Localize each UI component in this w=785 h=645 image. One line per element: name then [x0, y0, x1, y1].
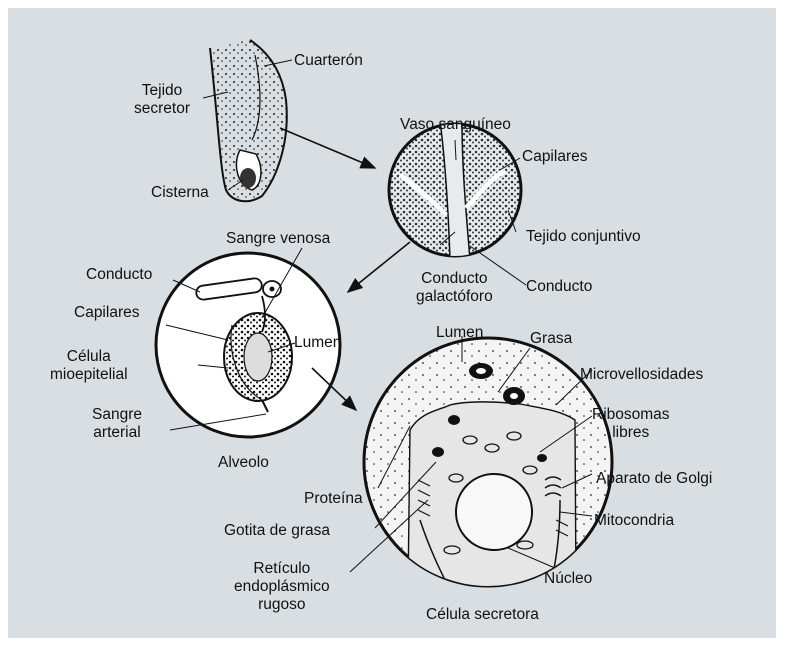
label-lumen-cell: Lumen [436, 324, 483, 342]
label-conducto-galactoforo: Conducto galactóforo [416, 270, 493, 306]
label-proteina: Proteína [304, 490, 363, 508]
mammary-gland-illustration [8, 8, 776, 638]
label-aparato-golgi: Aparato de Golgi [596, 470, 712, 488]
label-tejido-conjuntivo: Tejido conjuntivo [526, 228, 641, 246]
label-cuarteron: Cuarterón [294, 52, 363, 70]
label-tejido-secretor: Tejido secretor [134, 82, 190, 118]
label-grasa: Grasa [530, 330, 572, 348]
quarter-drawing [210, 40, 287, 201]
label-nucleo: Núcleo [544, 570, 592, 588]
label-mitocondria: Mitocondria [594, 512, 674, 530]
label-reticulo-endoplasmico: Retículo endoplásmico rugoso [234, 560, 330, 614]
label-ribosomas-libres: Ribosomas libres [592, 406, 670, 442]
label-sangre-venosa: Sangre venosa [226, 230, 330, 248]
label-celula-secretora: Célula secretora [426, 606, 539, 624]
secretory-cell-circle [364, 338, 614, 590]
label-alveolo: Alveolo [218, 454, 269, 472]
label-lumen-alveolo: Lumen [294, 334, 341, 352]
label-cisterna: Cisterna [151, 184, 209, 202]
diagram-panel: Cuarterón Tejido secretor Cisterna Vaso … [8, 8, 776, 638]
label-sangre-arterial: Sangre arterial [92, 406, 142, 442]
label-conducto-right: Conducto [526, 278, 592, 296]
label-capilares-left: Capilares [74, 304, 139, 322]
label-capilares-top: Capilares [522, 148, 587, 166]
label-microvellosidades: Microvellosidades [580, 366, 703, 384]
label-conducto-left: Conducto [86, 266, 152, 284]
label-celula-mioepitelial: Célula mioepitelial [50, 348, 128, 384]
label-gotita-grasa: Gotita de grasa [224, 522, 330, 540]
label-vaso-sanguineo: Vaso sanguíneo [400, 116, 511, 134]
